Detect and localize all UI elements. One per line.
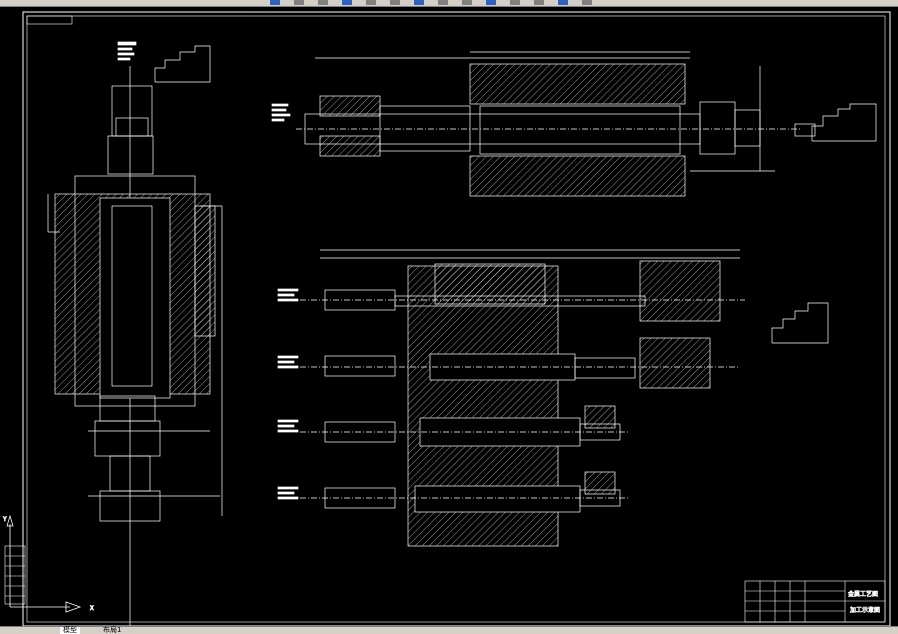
help-icon[interactable] bbox=[582, 0, 592, 5]
print-icon[interactable] bbox=[342, 0, 352, 5]
pan-icon[interactable] bbox=[486, 0, 496, 5]
tab-layout1[interactable]: 布局1 bbox=[103, 626, 122, 634]
title-block: 金属工艺图 加工示意图 bbox=[744, 580, 886, 623]
cut-icon[interactable] bbox=[366, 0, 376, 5]
corner-label-box bbox=[26, 15, 73, 25]
vertical-spindle-assembly bbox=[47, 41, 223, 626]
ucs-x-label: X bbox=[90, 605, 94, 612]
properties-icon[interactable] bbox=[534, 0, 544, 5]
cad-toolbar bbox=[0, 0, 898, 7]
drawing-canvas[interactable]: X Y 金属工艺图 加工示意图 bbox=[0, 6, 898, 627]
model-tab-bar: 模型 布局1 bbox=[0, 626, 898, 634]
zoom-icon[interactable] bbox=[510, 0, 520, 5]
tab-model[interactable]: 模型 bbox=[60, 627, 80, 634]
new-icon[interactable] bbox=[270, 0, 280, 5]
open-icon[interactable] bbox=[294, 0, 304, 5]
inner-frame bbox=[26, 15, 886, 623]
horizontal-spindle-assembly bbox=[271, 51, 877, 197]
copy-icon[interactable] bbox=[390, 0, 400, 5]
save-icon[interactable] bbox=[318, 0, 328, 5]
layer-icon[interactable] bbox=[558, 0, 568, 5]
ucs-y-label: Y bbox=[3, 516, 7, 523]
paste-icon[interactable] bbox=[414, 0, 424, 5]
ucs-icon: X Y bbox=[3, 514, 94, 613]
title-block-subtitle: 加工示意图 bbox=[850, 606, 880, 614]
redo-icon[interactable] bbox=[462, 0, 472, 5]
undo-icon[interactable] bbox=[438, 0, 448, 5]
revision-table bbox=[4, 545, 26, 605]
title-block-title: 金属工艺图 bbox=[848, 590, 878, 598]
tool-stage-views bbox=[277, 249, 829, 547]
